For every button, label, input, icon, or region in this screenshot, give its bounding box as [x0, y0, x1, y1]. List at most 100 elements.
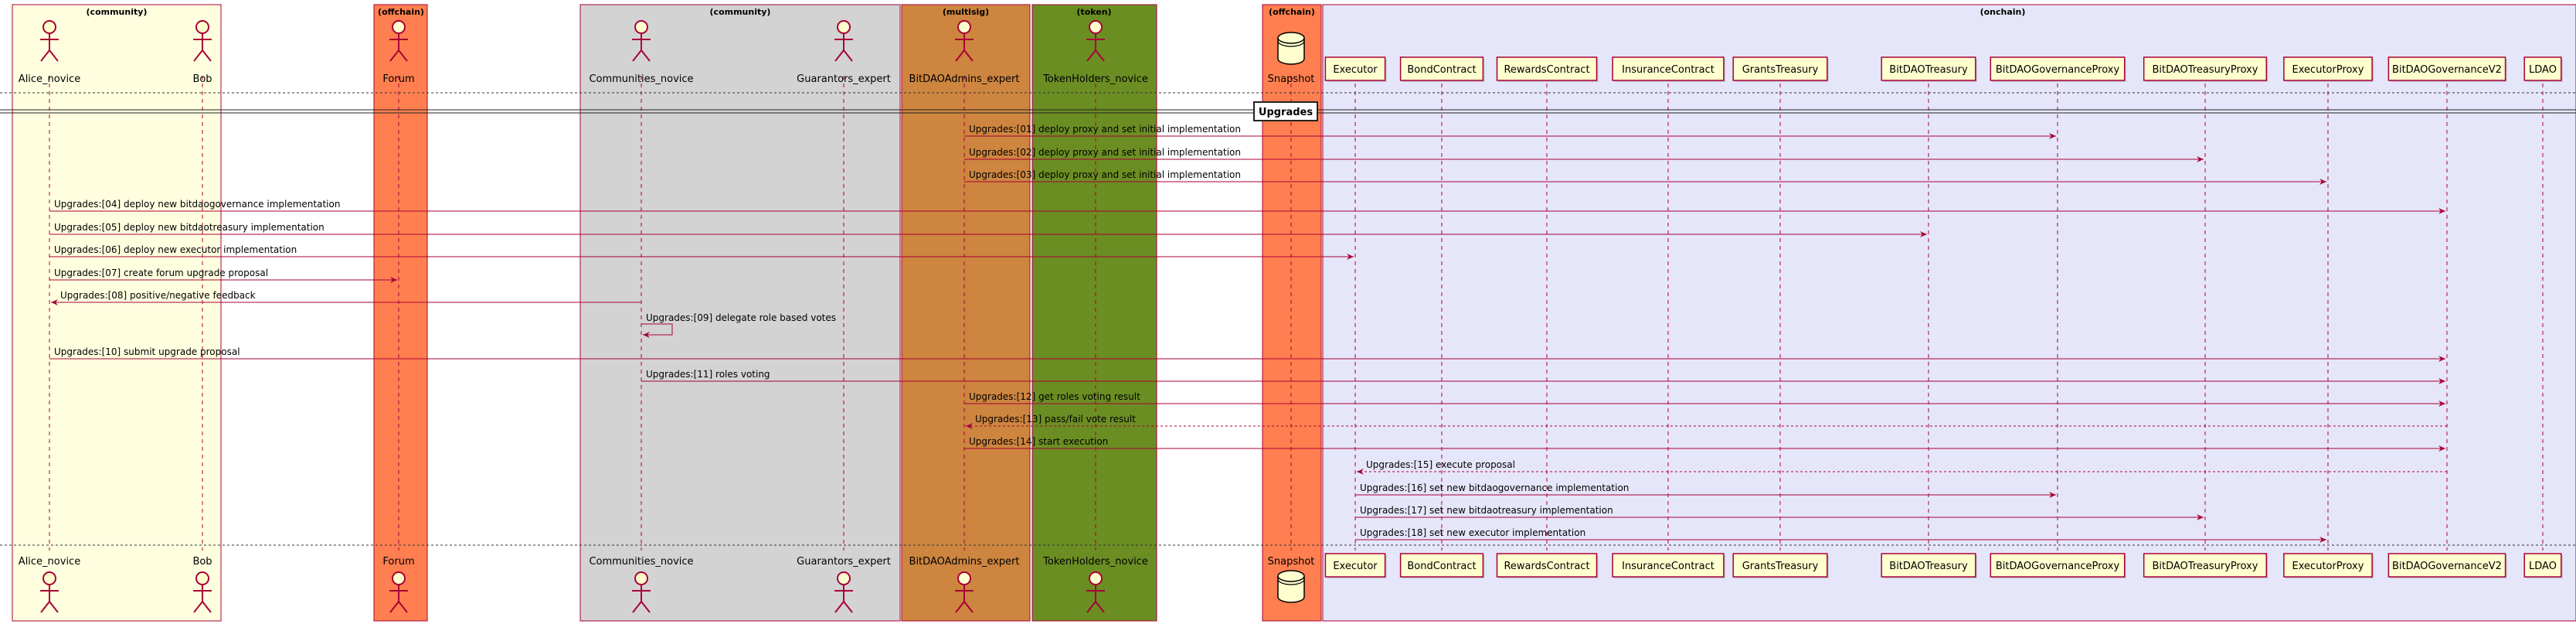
participant-foot-bob: Bob: [192, 556, 212, 613]
participant-name: InsuranceContract: [1622, 64, 1715, 76]
participant-name: Snapshot: [1268, 73, 1315, 85]
participant-foot-bitdaoadmins-expert: BitDAOAdmins_expert: [909, 556, 1020, 613]
participant-head-ldao: LDAO: [2523, 56, 2563, 82]
participant-head-bitdaoadmins-expert: BitDAOAdmins_expert: [909, 20, 1019, 85]
message: Upgrades:[12] get roles voting result: [964, 391, 2445, 407]
participant-name: Snapshot: [1268, 556, 1315, 568]
box-title: (community): [710, 7, 771, 17]
participant-foot-executorproxy: ExecutorProxy: [2283, 553, 2374, 578]
participant-head-bondcontract: BondContract: [1399, 56, 1485, 82]
participant-foot-bitdaogovernanceproxy: BitDAOGovernanceProxy: [1990, 553, 2126, 578]
box-title: (token): [1076, 7, 1111, 17]
participant-foot-bitdaogovernancev2: BitDAOGovernanceV2: [2387, 553, 2507, 578]
participant-head-guarantors-expert: Guarantors_expert: [797, 20, 891, 85]
participant-foot-grantstreasury: GrantsTreasury: [1732, 553, 1829, 578]
participant-name: InsuranceContract: [1622, 561, 1715, 572]
participant-name: LDAO: [2529, 64, 2557, 76]
participant-name: BondContract: [1407, 561, 1476, 572]
participant-name: Forum: [382, 73, 414, 85]
participant-name: Forum: [382, 556, 414, 568]
message-label: Upgrades:[04] deploy new bitdaogovernanc…: [54, 199, 340, 210]
participant-head-bob: Bob: [192, 20, 212, 85]
participant-name: BondContract: [1407, 64, 1476, 76]
participant-foot-forum: Forum: [382, 556, 415, 613]
participant-name: GrantsTreasury: [1742, 64, 1819, 76]
participant-box: (offchain): [373, 4, 428, 622]
participant-name: TokenHolders_novice: [1042, 556, 1148, 568]
message: Upgrades:[15] execute proposal: [1357, 459, 2447, 475]
message-label: Upgrades:[08] positive/negative feedback: [60, 290, 256, 301]
message-label: Upgrades:[17] set new bitdaotreasury imp…: [1360, 505, 1613, 516]
participant-name: LDAO: [2529, 561, 2557, 572]
message: Upgrades:[13] pass/fail vote result: [966, 414, 2447, 429]
participant-head-communities-novice: Communities_novice: [589, 20, 694, 85]
participant-name: BitDAOGovernanceProxy: [1996, 561, 2120, 572]
message-label: Upgrades:[12] get roles voting result: [969, 391, 1140, 402]
message: Upgrades:[01] deploy proxy and set initi…: [964, 124, 2056, 139]
participant-box: (token): [1031, 4, 1157, 622]
participant-name: BitDAOTreasuryProxy: [2152, 561, 2258, 572]
participant-foot-insurancecontract: InsuranceContract: [1612, 553, 1725, 578]
participant-box: (offchain): [1262, 4, 1322, 622]
participant-foot-executor: Executor: [1324, 553, 1387, 578]
box-title: (onchain): [1980, 7, 2026, 17]
participant-foot-rewardscontract: RewardsContract: [1496, 553, 1599, 578]
participant-head-bitdaotreasury: BitDAOTreasury: [1881, 56, 1977, 82]
message-label: Upgrades:[07] create forum upgrade propo…: [54, 268, 268, 278]
box-title: (offchain): [1269, 7, 1315, 17]
message: Upgrades:[06] deploy new executor implem…: [49, 244, 1354, 260]
participant-name: Bob: [192, 556, 212, 568]
participant-head-executorproxy: ExecutorProxy: [2283, 56, 2374, 82]
participant-head-bitdaogovernancev2: BitDAOGovernanceV2: [2387, 56, 2507, 82]
message: Upgrades:[18] set new executor implement…: [1355, 527, 2326, 543]
participant-name: BitDAOAdmins_expert: [909, 556, 1020, 568]
message: Upgrades:[04] deploy new bitdaogovernanc…: [49, 199, 2445, 214]
participant-head-bitdaogovernanceproxy: BitDAOGovernanceProxy: [1990, 56, 2126, 82]
message-label: Upgrades:[06] deploy new executor implem…: [54, 244, 297, 255]
message-label: Upgrades:[10] submit upgrade proposal: [54, 346, 240, 357]
participant-foot-snapshot: Snapshot: [1268, 556, 1315, 603]
message-label: Upgrades:[05] deploy new bitdaotreasury …: [54, 222, 325, 233]
message: Upgrades:[11] roles voting: [641, 369, 2445, 384]
participant-foot-alice-novice: Alice_novice: [19, 556, 80, 613]
participant-box: (onchain): [1322, 4, 2576, 622]
message: Upgrades:[16] set new bitdaogovernance i…: [1355, 482, 2056, 498]
message-label: Upgrades:[11] roles voting: [646, 369, 770, 380]
message-label: Upgrades:[02] deploy proxy and set initi…: [969, 147, 1241, 158]
message-label: Upgrades:[18] set new executor implement…: [1360, 527, 1585, 538]
message-label: Upgrades:[14] start execution: [969, 436, 1108, 447]
participant-name: Guarantors_expert: [797, 556, 891, 568]
participant-name: GrantsTreasury: [1742, 561, 1819, 572]
participant-head-alice-novice: Alice_novice: [19, 20, 80, 85]
message: Upgrades:[09] delegate role based votes: [641, 312, 836, 338]
message-label: Upgrades:[09] delegate role based votes: [646, 312, 836, 323]
section-label-text: Upgrades: [1259, 107, 1313, 118]
participant-foot-guarantors-expert: Guarantors_expert: [797, 556, 891, 613]
participant-foot-ldao: LDAO: [2523, 553, 2563, 578]
participant-foot-bitdaotreasury: BitDAOTreasury: [1881, 553, 1977, 578]
participant-name: Alice_novice: [19, 73, 80, 85]
participant-head-executor: Executor: [1324, 56, 1387, 82]
participant-name: Alice_novice: [19, 556, 80, 568]
message-label: Upgrades:[16] set new bitdaogovernance i…: [1360, 482, 1629, 493]
box-title: (offchain): [378, 7, 424, 17]
message: Upgrades:[14] start execution: [964, 436, 2445, 452]
message-label: Upgrades:[13] pass/fail vote result: [975, 414, 1136, 425]
participant-box: (community): [12, 4, 222, 622]
participant-head-tokenholders-novice: TokenHolders_novice: [1042, 20, 1148, 85]
participant-box: (community): [579, 4, 901, 622]
participant-name: Executor: [1333, 561, 1378, 572]
message: Upgrades:[08] positive/negative feedback: [51, 290, 641, 305]
message-label: Upgrades:[01] deploy proxy and set initi…: [969, 124, 1241, 135]
message: Upgrades:[17] set new bitdaotreasury imp…: [1355, 505, 2204, 520]
message: Upgrades:[07] create forum upgrade propo…: [49, 268, 397, 283]
participant-name: BitDAOGovernanceProxy: [1996, 64, 2120, 76]
participant-foot-bitdaotreasuryproxy: BitDAOTreasuryProxy: [2143, 553, 2268, 578]
message: Upgrades:[10] submit upgrade proposal: [49, 346, 2445, 362]
box-title: (multisig): [943, 7, 989, 17]
participant-name: BitDAOTreasury: [1889, 64, 1968, 76]
participant-name: BitDAOGovernanceV2: [2392, 64, 2502, 76]
participant-name: BitDAOGovernanceV2: [2392, 561, 2502, 572]
participant-foot-communities-novice: Communities_novice: [589, 556, 694, 613]
